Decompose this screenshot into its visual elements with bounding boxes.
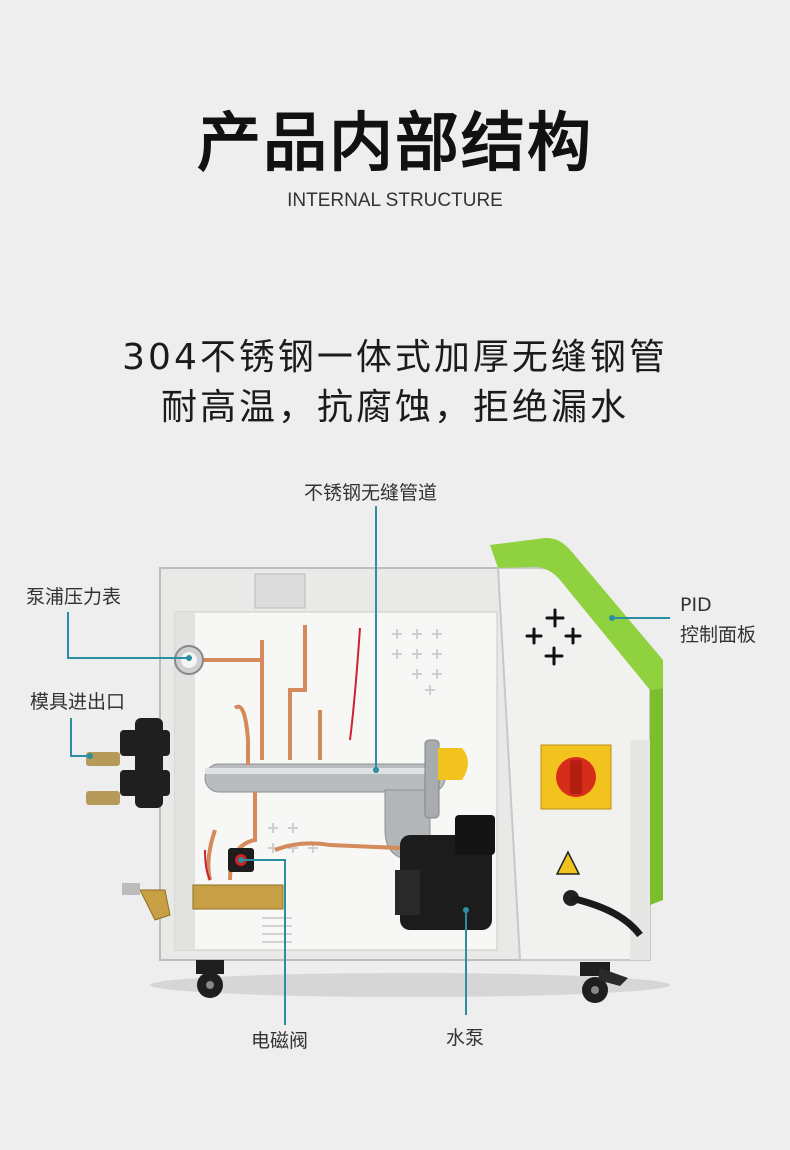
callout-pid-line2: 控制面板 xyxy=(680,624,757,646)
callout-pid-line1: PID xyxy=(680,594,712,616)
headline-line-1: 304不锈钢一体式加厚无缝钢管 xyxy=(122,337,668,378)
callout-pump: 水泵 xyxy=(446,1027,485,1049)
page-subtitle: INTERNAL STRUCTURE xyxy=(287,190,503,211)
callout-line-mold xyxy=(70,718,90,757)
callout-line-valve xyxy=(241,859,286,1025)
headline-line-2: 耐高温，抗腐蚀，拒绝漏水 xyxy=(160,387,629,428)
pump-motor xyxy=(400,835,492,930)
callout-pipe: 不锈钢无缝管道 xyxy=(304,482,438,504)
callout-mold-port: 模具进出口 xyxy=(30,691,126,713)
green-panel-edge xyxy=(490,537,663,690)
callout-gauge: 泵浦压力表 xyxy=(26,586,122,608)
callout-valve: 电磁阀 xyxy=(251,1030,309,1052)
callout-line-gauge xyxy=(67,612,189,659)
page-title: 产品内部结构 xyxy=(197,107,593,181)
